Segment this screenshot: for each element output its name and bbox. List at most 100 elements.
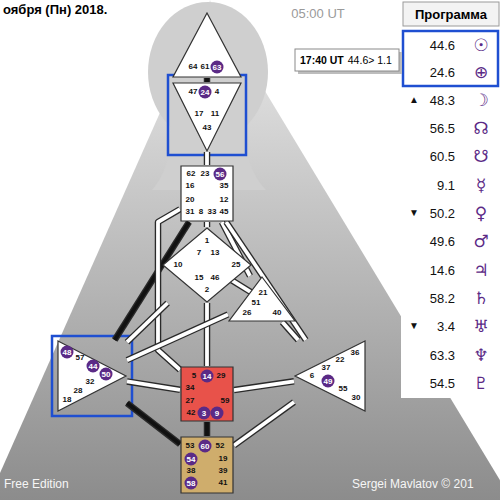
planet-symbol: ♅ (473, 318, 488, 335)
gate-number: 44 (87, 360, 100, 373)
planet-symbol: ⊕ (474, 64, 488, 81)
gate-number: 14 (201, 370, 214, 383)
channel-fill (127, 381, 180, 389)
planet-value: 3.4 (437, 320, 455, 333)
center-shape (173, 13, 241, 77)
planet-value: 56.5 (430, 122, 455, 135)
chart-title: оября (Пн) 2018. (3, 3, 107, 16)
channel (127, 303, 168, 342)
channel-outline (204, 152, 211, 165)
channel-fill (205, 222, 209, 227)
planet-symbol: ♇ (473, 375, 488, 392)
gate-number: 41 (219, 479, 228, 487)
gate-number: 12 (220, 196, 229, 204)
channel-fill (234, 381, 294, 390)
gate-number: 51 (252, 299, 261, 307)
gate-number: 15 (195, 274, 204, 282)
channel (127, 314, 228, 360)
planet-value: 50.2 (430, 207, 455, 220)
channel-outline (127, 314, 228, 360)
center-shape (181, 437, 233, 493)
gate-number: 37 (322, 364, 331, 372)
channel-fill (282, 322, 298, 340)
gate-number: 58 (185, 477, 198, 490)
channel-fill (205, 422, 209, 436)
planet-value: 14.6 (430, 264, 455, 277)
channel-fill (127, 303, 168, 342)
head-center: 646163 (172, 12, 242, 78)
gate-number: 32 (86, 378, 95, 386)
planet-symbol: ☽ (473, 92, 488, 109)
planet-value: 48.3 (430, 94, 455, 107)
channel-fill (226, 222, 306, 340)
channel-outline (226, 222, 306, 340)
planet-symbol: ☿ (476, 177, 486, 194)
gate-number: 42 (187, 409, 196, 417)
tooltip-value: 44.6> 1.1 (348, 55, 392, 66)
gate-number: 3 (198, 407, 211, 420)
gate-number: 28 (74, 387, 83, 395)
gate-number: 24 (199, 86, 212, 99)
gate-number: 5 (192, 372, 196, 380)
channel-outline (204, 422, 211, 436)
channel (234, 381, 294, 390)
center-outline (228, 276, 296, 322)
gate-number: 27 (186, 397, 195, 405)
tooltip-box (295, 49, 399, 71)
channel-fill (205, 152, 209, 165)
highlight-box (52, 336, 132, 416)
gate-number: 11 (211, 110, 219, 118)
gate-number: 55 (339, 385, 348, 393)
channel-fill (234, 402, 294, 445)
spleen-center: 48574450322818 (57, 340, 127, 412)
planet-symbol: ☊ (473, 120, 488, 137)
direction-mark: ▼ (409, 208, 419, 218)
gate-number: 17 (195, 110, 204, 118)
direction-mark: ▲ (409, 95, 419, 105)
gate-number: 56 (214, 168, 227, 181)
gate-number: 30 (352, 394, 361, 402)
gate-number: 53 (186, 442, 195, 450)
gate-number: 45 (220, 208, 229, 216)
planet-symbol: ♃ (473, 262, 488, 279)
channel (234, 402, 294, 445)
gate-number: 57 (76, 354, 85, 362)
root-center: 536052541938395841 (180, 436, 234, 494)
channel-outline (234, 381, 294, 390)
planet-value: 60.5 (430, 150, 455, 163)
center-shape (163, 228, 251, 302)
gate-number: 29 (217, 372, 226, 380)
program-panel (401, 0, 500, 398)
planet-symbol: ☉ (473, 37, 488, 54)
gate-number: 13 (211, 249, 220, 257)
gate-number: 4 (215, 88, 219, 96)
gate-number: 9 (211, 407, 224, 420)
channel-outline (127, 303, 168, 342)
gate-number: 43 (203, 124, 212, 132)
throat-center: 622356163520123183345 (180, 165, 234, 222)
channel (282, 322, 298, 340)
gate-number: 36 (351, 349, 360, 357)
gate-number: 34 (186, 384, 195, 392)
gate-number: 20 (186, 196, 195, 204)
channel (207, 152, 208, 165)
panel-heading: Программа (415, 8, 487, 21)
gate-number: 10 (174, 261, 183, 269)
gate-number: 6 (310, 372, 314, 380)
planet-symbol: ♄ (473, 290, 488, 307)
tooltip-time: 17:40 UT (300, 55, 344, 66)
gate-number: 26 (243, 309, 252, 317)
direction-mark: ▼ (409, 321, 419, 331)
gate-number: 2 (205, 286, 209, 294)
sacral-center: 514293427594239 (180, 366, 234, 422)
gate-number: 18 (63, 396, 72, 404)
gate-number: 16 (186, 182, 195, 190)
channel-outline (204, 78, 211, 82)
gate-number: 8 (199, 208, 203, 216)
gate-number: 7 (197, 249, 201, 257)
gate-number: 19 (219, 455, 228, 463)
gate-number: 22 (336, 356, 345, 364)
